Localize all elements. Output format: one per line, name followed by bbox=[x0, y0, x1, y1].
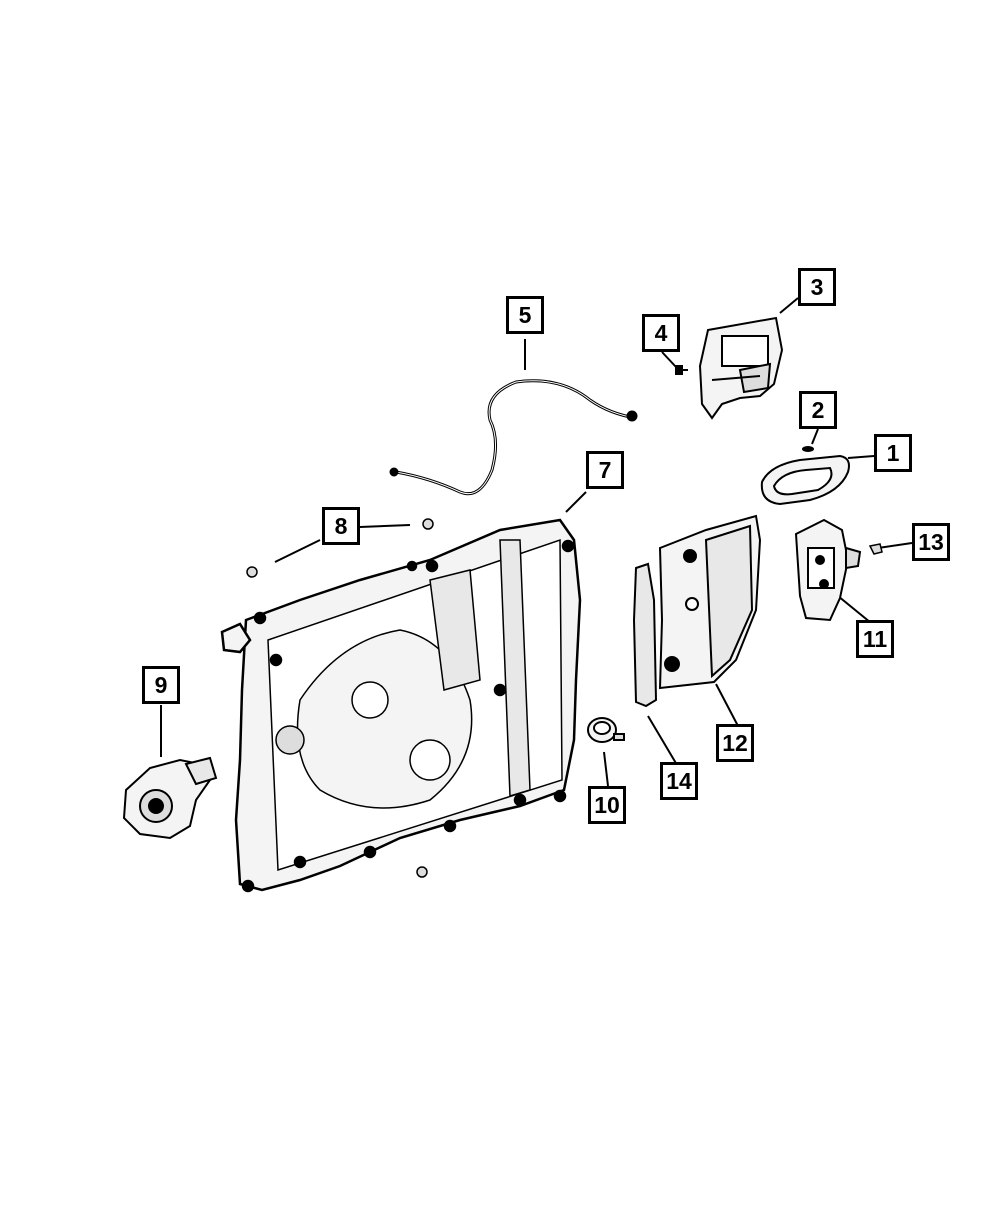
leader-line-14 bbox=[647, 715, 681, 771]
callout-11[interactable]: 11 bbox=[856, 620, 894, 658]
callout-9[interactable]: 9 bbox=[142, 666, 180, 704]
callout-5[interactable]: 5 bbox=[506, 296, 544, 334]
callout-12[interactable]: 12 bbox=[716, 724, 754, 762]
leader-line-12 bbox=[715, 683, 739, 727]
leader-line-4 bbox=[661, 351, 677, 368]
leader-line-13 bbox=[877, 542, 913, 549]
seal-strip bbox=[632, 562, 658, 708]
handle-screw bbox=[802, 446, 814, 452]
leader-line-1 bbox=[847, 455, 875, 459]
latch-screw bbox=[675, 365, 688, 375]
plug bbox=[587, 717, 625, 743]
door-latch bbox=[698, 316, 784, 420]
clip bbox=[868, 543, 883, 555]
leader-line-8a bbox=[274, 539, 321, 563]
callout-3[interactable]: 3 bbox=[798, 268, 836, 306]
callout-8[interactable]: 8 bbox=[322, 507, 360, 545]
leader-line-7 bbox=[565, 491, 587, 513]
latch-bracket bbox=[794, 518, 862, 622]
window-motor bbox=[122, 756, 218, 840]
leader-line-10 bbox=[603, 751, 609, 787]
callout-1[interactable]: 1 bbox=[874, 434, 912, 472]
latch-cable bbox=[389, 379, 638, 496]
leader-line-8b bbox=[359, 524, 411, 528]
callout-13[interactable]: 13 bbox=[912, 523, 950, 561]
door-module-panel bbox=[220, 518, 582, 893]
nuts bbox=[246, 518, 434, 878]
callout-7[interactable]: 7 bbox=[586, 451, 624, 489]
glass-run-channel bbox=[658, 514, 762, 690]
callout-14[interactable]: 14 bbox=[660, 762, 698, 800]
callout-4[interactable]: 4 bbox=[642, 314, 680, 352]
callout-10[interactable]: 10 bbox=[588, 786, 626, 824]
leader-line-2 bbox=[811, 428, 819, 445]
callout-2[interactable]: 2 bbox=[799, 391, 837, 429]
inside-door-handle bbox=[760, 454, 850, 506]
leader-line-3 bbox=[779, 297, 799, 314]
